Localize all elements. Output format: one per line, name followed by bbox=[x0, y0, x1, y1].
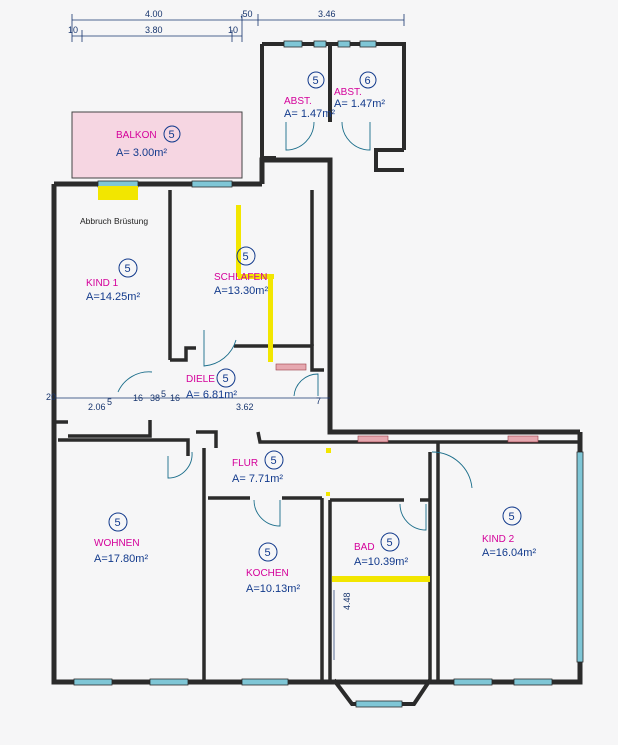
room-name: ABST. bbox=[284, 96, 312, 107]
door-swings bbox=[117, 330, 473, 531]
yellow-highlights bbox=[98, 186, 430, 582]
room-area: A= 3.00m² bbox=[116, 147, 167, 159]
windows bbox=[73, 180, 584, 708]
dim-diele-wall-a: 16 bbox=[133, 393, 143, 403]
room-badge-num: 5 bbox=[509, 511, 515, 523]
dim-bad-vertical: 4.48 bbox=[342, 592, 352, 610]
interior-walls bbox=[54, 190, 580, 682]
room-area: A= 1.47m² bbox=[334, 98, 385, 110]
room-area: A=13.30m² bbox=[214, 285, 268, 297]
room-badge-num: 5 bbox=[265, 547, 271, 559]
room-badge bbox=[264, 450, 284, 470]
room-kind-2: 5 KIND 2 A=16.04m² bbox=[482, 506, 536, 559]
annex-windows bbox=[283, 40, 377, 48]
room-area: A=17.80m² bbox=[94, 553, 148, 565]
room-badge bbox=[216, 368, 236, 388]
room-badge bbox=[236, 246, 256, 266]
room-badge bbox=[380, 532, 400, 552]
room-diele: DIELE 5 A= 6.81m² bbox=[186, 368, 237, 401]
annex-doors bbox=[285, 121, 371, 151]
dim-diele-seven: 7 bbox=[316, 396, 321, 406]
dim-diele-left: 2.06 bbox=[88, 402, 106, 412]
top-dimension-chain bbox=[71, 14, 405, 42]
room-badge bbox=[307, 71, 325, 89]
room-area: A= 7.71m² bbox=[232, 473, 283, 485]
exterior-walls bbox=[51, 157, 583, 685]
room-area: A=10.39m² bbox=[354, 556, 408, 568]
room-kind-1: 5 KIND 1 A=14.25m² bbox=[86, 258, 140, 303]
room-badge bbox=[108, 512, 128, 532]
room-area: A=10.13m² bbox=[246, 583, 300, 595]
room-name: BAD bbox=[354, 542, 375, 553]
room-badge bbox=[359, 71, 377, 89]
dim-top-4-00: 4.00 bbox=[145, 9, 163, 19]
balcony-area bbox=[71, 111, 243, 179]
dim-top-wall-right: 10 bbox=[228, 25, 238, 35]
room-area: A= 1.47m² bbox=[284, 108, 335, 120]
room-name: KIND 1 bbox=[86, 278, 119, 289]
room-badge-num: 5 bbox=[169, 129, 175, 141]
diele-dimension-line bbox=[56, 397, 335, 660]
room-name: SCHLAFEN bbox=[214, 272, 267, 283]
room-badge-num: 5 bbox=[387, 537, 393, 549]
room-name: KOCHEN bbox=[246, 568, 289, 579]
room-area: A=14.25m² bbox=[86, 291, 140, 303]
note-abbruch: Abbruch Brüstung bbox=[80, 216, 148, 226]
dim-top-3-46: 3.46 bbox=[318, 9, 336, 19]
dim-diele-left-sup: 5 bbox=[107, 397, 112, 407]
room-area: A= 6.81m² bbox=[186, 389, 237, 401]
room-abst-2: 6 ABST. A= 1.47m² bbox=[334, 71, 385, 110]
dim-left-edge: 20 bbox=[46, 392, 56, 402]
dim-top-3-80: 3.80 bbox=[145, 25, 163, 35]
room-badge bbox=[163, 125, 181, 143]
room-badge-num: 5 bbox=[223, 373, 229, 385]
dim-diele-right: 3.62 bbox=[236, 402, 254, 412]
room-schlafen: 5 SCHLAFEN A=13.30m² bbox=[214, 246, 268, 297]
dim-top-gap: ,50 bbox=[240, 9, 253, 19]
dim-diele-wall-b: 16 bbox=[170, 393, 180, 403]
room-badge bbox=[502, 506, 522, 526]
room-badge-num: 5 bbox=[243, 251, 249, 263]
room-bad: BAD 5 A=10.39m² bbox=[354, 532, 408, 568]
room-badge-num: 5 bbox=[115, 517, 121, 529]
room-kochen: 5 KOCHEN A=10.13m² bbox=[246, 542, 300, 595]
room-wohnen: 5 WOHNEN A=17.80m² bbox=[94, 512, 148, 565]
room-flur: FLUR 5 A= 7.71m² bbox=[232, 450, 284, 485]
room-badge-num: 5 bbox=[271, 455, 277, 467]
dim-top-wall-left: 10 bbox=[68, 25, 78, 35]
room-balkon: BALKON 5 A= 3.00m² bbox=[116, 125, 181, 159]
room-name: FLUR bbox=[232, 458, 258, 469]
room-badge bbox=[258, 542, 278, 562]
dim-diele-mid: 38 bbox=[150, 393, 160, 403]
room-area: A=16.04m² bbox=[482, 547, 536, 559]
room-badge-num: 5 bbox=[313, 75, 319, 87]
room-name: KIND 2 bbox=[482, 534, 515, 545]
room-badge-num: 6 bbox=[365, 75, 371, 87]
room-badge-num: 5 bbox=[125, 263, 131, 275]
hatch-patches bbox=[275, 363, 539, 443]
room-name: ABST. bbox=[334, 87, 362, 98]
room-name: DIELE bbox=[186, 374, 215, 385]
room-abst-1: 5 ABST. A= 1.47m² bbox=[284, 71, 335, 120]
dim-diele-mid-sup: 5 bbox=[161, 389, 166, 399]
room-badge bbox=[118, 258, 138, 278]
room-name: WOHNEN bbox=[94, 538, 140, 549]
room-name: BALKON bbox=[116, 130, 157, 141]
